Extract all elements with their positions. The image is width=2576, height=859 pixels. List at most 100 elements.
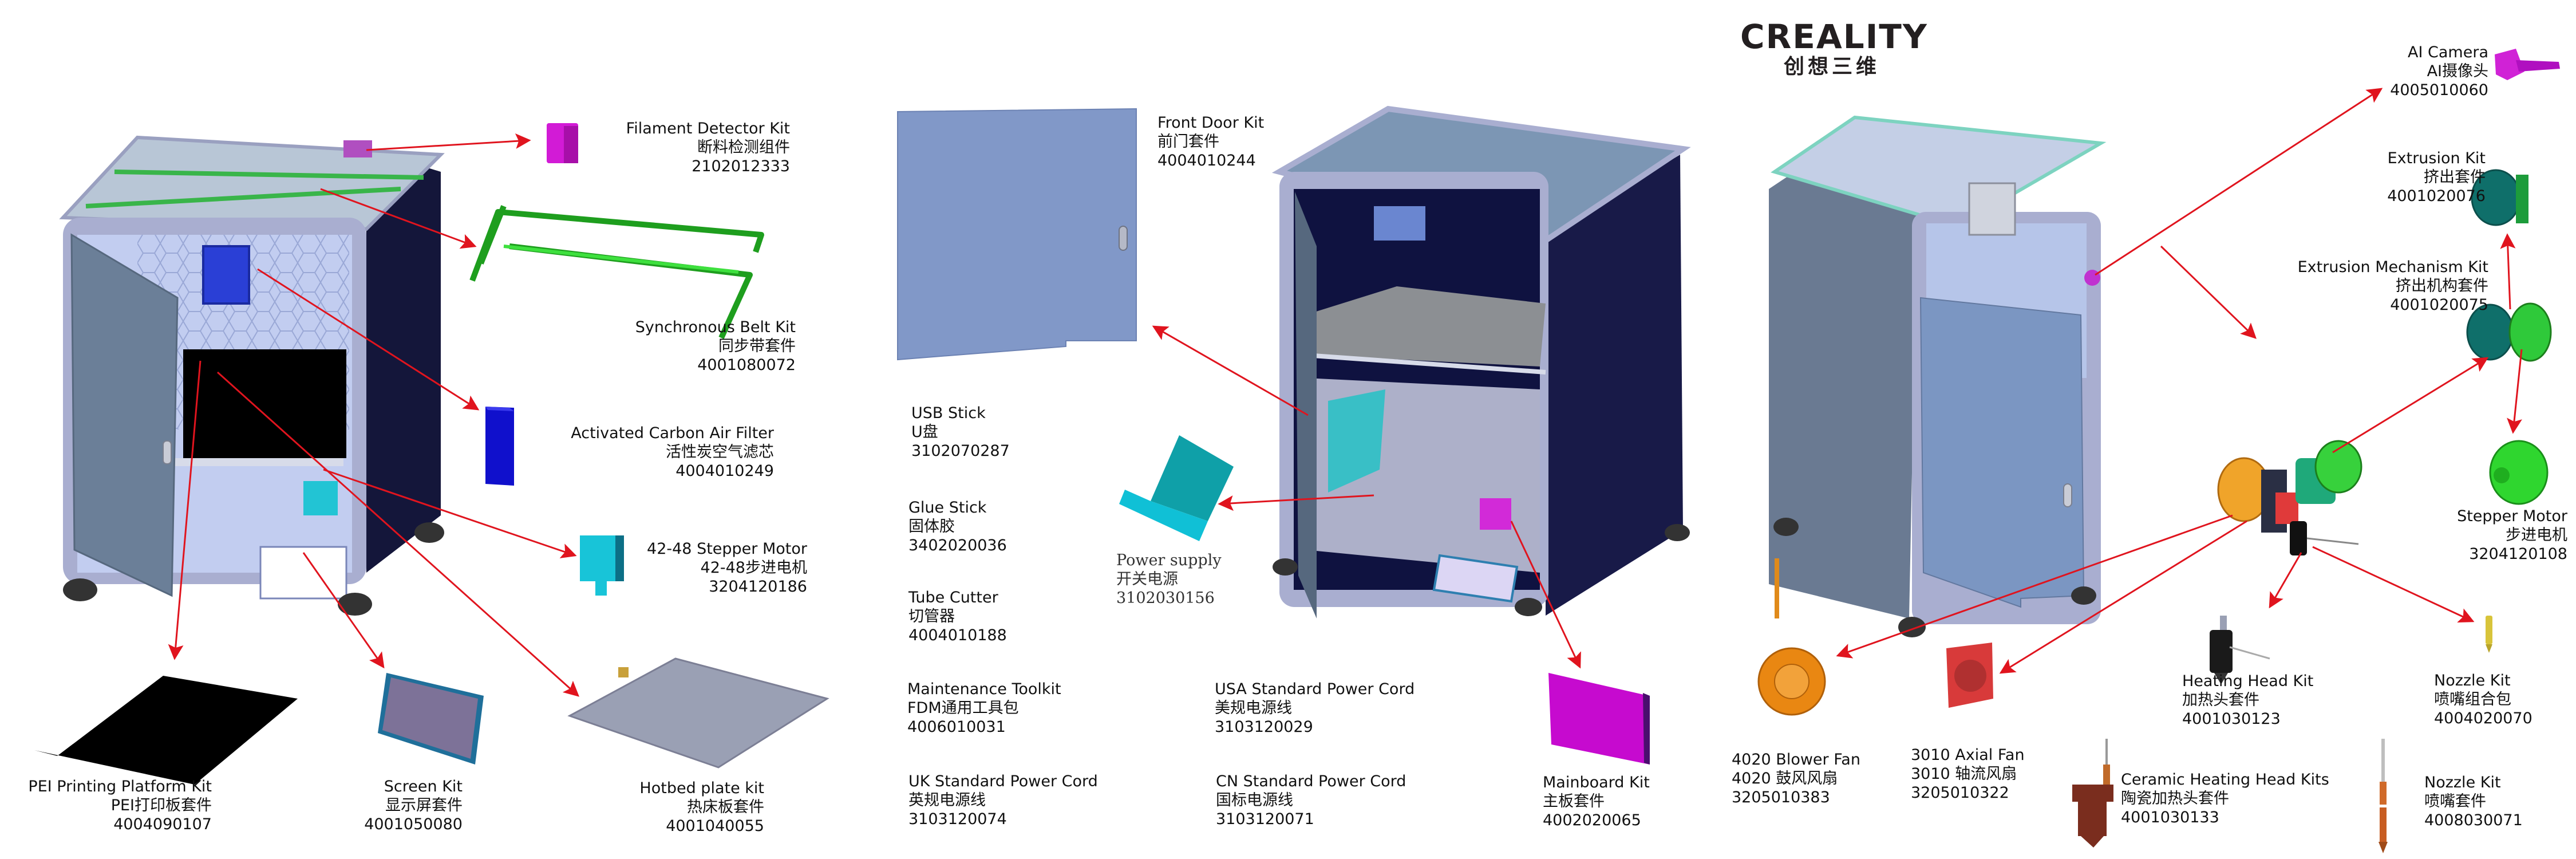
part-code: 3103120029 — [1215, 718, 1313, 736]
filter-fan-in-place — [202, 245, 250, 305]
part-name-cn: 切管器 — [908, 608, 955, 625]
part-code: 4002020065 — [1543, 811, 1641, 829]
part-name-cn: 同步带套件 — [718, 337, 796, 355]
part-code: 3204120186 — [709, 578, 807, 596]
part-name-cn: AI摄像头 — [2427, 62, 2488, 80]
part-label-hotbed-plate: Hotbed plate kit 热床板套件 4001040055 — [639, 779, 764, 836]
power-supply-part — [1119, 435, 1234, 541]
part-name-en: Synchronous Belt Kit — [635, 318, 796, 336]
printer-right-door — [1919, 297, 2085, 608]
brand-name-en: CREALITY — [1740, 17, 1928, 56]
part-name-en: Extrusion Mechanism Kit — [2297, 258, 2488, 276]
part-code: 4001050080 — [364, 815, 463, 833]
part-label-nozzle-kit: Nozzle Kit 喷嘴套件 4008030071 — [2424, 773, 2523, 830]
part-name-cn: 挤出套件 — [2424, 168, 2486, 186]
part-name-en: CN Standard Power Cord — [1216, 773, 1406, 790]
part-label-front-door: Front Door Kit 前门套件 4004010244 — [1157, 113, 1264, 170]
printer-left-cutaway — [59, 135, 445, 616]
part-name-en: Nozzle Kit — [2424, 774, 2501, 791]
part-name-en: Front Door Kit — [1157, 114, 1265, 132]
part-label-ceramic-heating-head: Ceramic Heating Head Kits 陶瓷加热头套件 400103… — [2121, 770, 2329, 827]
part-label-synchronous-belt: Synchronous Belt Kit 同步带套件 4001080072 — [635, 318, 796, 375]
printer-middle-callout-arrows — [1152, 325, 1581, 669]
part-label-stepper-42-48: 42-48 Stepper Motor 42-48步进电机 3204120186 — [647, 539, 807, 596]
part-name-en: Power supply — [1116, 551, 1222, 569]
printer-left-side-panel — [366, 149, 441, 573]
part-name-en: Tube Cutter — [908, 589, 998, 606]
part-name-en: UK Standard Power Cord — [908, 773, 1098, 790]
printer-left-callout-arrows — [168, 133, 580, 697]
part-code: 4004010188 — [908, 626, 1007, 644]
part-name-cn: 前门套件 — [1157, 133, 1219, 151]
part-name-cn: 断料检测组件 — [697, 139, 790, 156]
part-label-glue-stick: Glue Stick 固体胶 3402020036 — [908, 498, 1007, 555]
part-code: 4004010249 — [675, 462, 774, 480]
carbon-filter-part — [485, 407, 514, 486]
part-label-nozzle-combo: Nozzle Kit 喷嘴组合包 4004020070 — [2434, 671, 2532, 728]
part-code: 4001030123 — [2182, 710, 2281, 728]
part-name-en: Heating Head Kit — [2182, 672, 2314, 690]
part-code: 4006010031 — [907, 718, 1006, 736]
part-code: 2102012333 — [692, 157, 790, 175]
stepper-motor-in-place — [303, 481, 338, 515]
part-code: 3204120108 — [2469, 545, 2567, 563]
filament-detector-in-place — [343, 140, 372, 157]
part-name-cn: 3010 轴流风扇 — [1911, 765, 2017, 783]
part-label-ai-camera: AI Camera AI摄像头 4005010060 — [2390, 43, 2488, 100]
part-code: 4001020075 — [2390, 296, 2488, 314]
part-label-blower-fan-4020: 4020 Blower Fan 4020 鼓风风扇 3205010383 — [1732, 750, 1860, 807]
heating-head-part — [2210, 616, 2270, 684]
printer-right-side-panel — [1769, 155, 1918, 618]
part-name-en: Mainboard Kit — [1543, 774, 1650, 791]
part-name-en: Stepper Motor — [2457, 507, 2567, 525]
part-label-extrusion-kit: Extrusion Kit 挤出套件 4001020076 — [2387, 149, 2486, 206]
printer-middle-door — [1295, 192, 1317, 618]
part-name-en: Maintenance Toolkit — [907, 680, 1061, 698]
part-name-en: Ceramic Heating Head Kits — [2121, 771, 2329, 789]
printer-middle — [1271, 105, 1691, 618]
part-code: 4001030133 — [2121, 809, 2219, 826]
brand-name-cn: 创想三维 — [1783, 55, 1880, 78]
part-label-usb-stick: USB Stick U盘 3102070287 — [911, 404, 1010, 460]
part-label-screen: Screen Kit 显示屏套件 4001050080 — [364, 777, 463, 834]
part-name-cn: 固体胶 — [908, 518, 955, 535]
part-name-en: Activated Carbon Air Filter — [571, 424, 774, 442]
part-label-stepper-motor: Stepper Motor 步进电机 3204120108 — [2457, 507, 2567, 564]
extrusion-kit-part — [2471, 169, 2528, 226]
part-name-cn: 加热头套件 — [2182, 691, 2259, 709]
part-name-cn: 4020 鼓风风扇 — [1732, 770, 1838, 787]
part-label-heating-head: Heating Head Kit 加热头套件 4001030123 — [2182, 672, 2313, 728]
part-code: 3205010383 — [1732, 789, 1830, 806]
creality-logo: CREALITY 创想三维 — [1740, 17, 1928, 79]
screen-part — [378, 673, 484, 765]
part-name-cn: 挤出机构套件 — [2396, 277, 2488, 295]
part-name-en: 42-48 Stepper Motor — [647, 540, 807, 558]
printer-right-callout-arrows — [1836, 88, 2523, 674]
part-code: 3205010322 — [1911, 784, 2009, 802]
part-name-en: AI Camera — [2408, 44, 2488, 61]
part-name-cn: 热床板套件 — [687, 798, 764, 816]
part-name-en: PEI Printing Platform Kit — [28, 778, 212, 795]
screen-in-place — [259, 546, 347, 600]
part-code: 3103120071 — [1216, 810, 1314, 828]
part-code: 4001080072 — [697, 356, 796, 374]
part-code: 4004090107 — [113, 815, 212, 833]
toolhead-in-place — [1968, 182, 2016, 236]
part-name-en: Hotbed plate kit — [639, 779, 764, 797]
part-name-cn: 国标电源线 — [1216, 791, 1293, 809]
part-name-cn: 42-48步进电机 — [700, 559, 807, 577]
part-label-usa-cord: USA Standard Power Cord 美规电源线 3103120029 — [1215, 680, 1415, 736]
part-name-cn: 喷嘴套件 — [2424, 793, 2486, 810]
printer-middle-side-panel — [1546, 155, 1683, 616]
part-code: 4008030071 — [2424, 811, 2523, 829]
part-name-cn: 美规电源线 — [1215, 699, 1292, 717]
part-label-pei-platform: PEI Printing Platform Kit PEI打印板套件 40040… — [28, 777, 212, 834]
part-label-mainboard: Mainboard Kit 主板套件 4002020065 — [1543, 773, 1650, 830]
part-name-en: USA Standard Power Cord — [1215, 680, 1415, 698]
part-code: 4004020070 — [2434, 710, 2532, 727]
pei-platform-part — [34, 676, 298, 785]
part-name-cn: 显示屏套件 — [385, 797, 463, 814]
part-name-en: Extrusion Kit — [2387, 149, 2486, 167]
stepper-42-48-part — [580, 535, 624, 596]
